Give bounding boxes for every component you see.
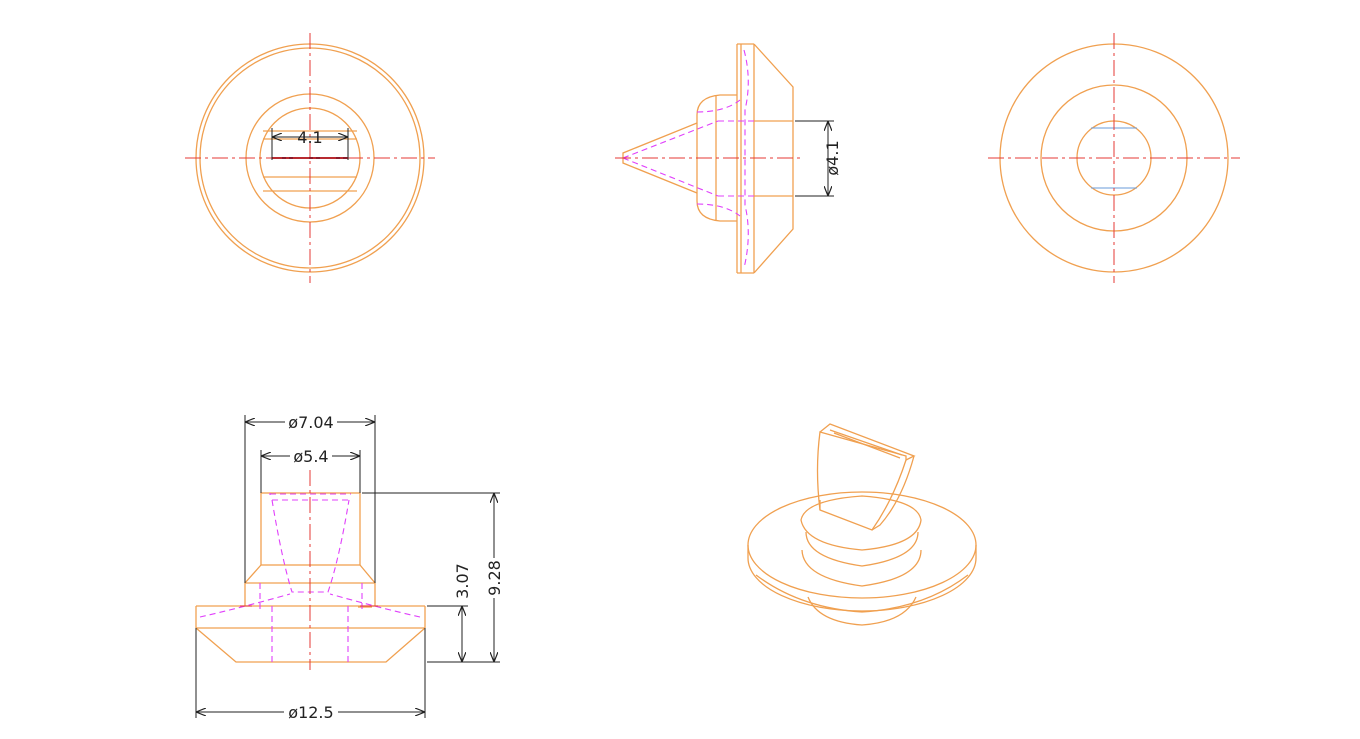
dim-flange-height-label: 3.07 — [453, 563, 472, 599]
front-view: 4.1 — [185, 33, 435, 283]
iso-base-bottom — [747, 545, 977, 612]
dim-base-label: ø12.5 — [288, 703, 333, 722]
iso-collar-lower — [805, 531, 919, 567]
side-view-hidden-lines — [622, 49, 754, 269]
side-bore-label: ø4.1 — [823, 140, 842, 175]
dim-label-bg-928 — [485, 558, 503, 598]
dim-top-outer-label: ø7.04 — [288, 413, 333, 432]
side-view: ø4.1 — [615, 43, 842, 274]
iso-key-top — [819, 423, 916, 461]
side-bore-dimension — [795, 120, 834, 197]
iso-base-lower-rim — [755, 574, 969, 613]
rear-view-centerlines — [988, 33, 1240, 283]
iso-base-skirt — [807, 596, 917, 626]
iso-collar-top — [800, 495, 922, 551]
iso-mid-rim — [801, 549, 922, 587]
front-view-centerlines — [185, 33, 435, 283]
iso-key-side — [871, 455, 915, 531]
dim-top-inner-label: ø5.4 — [293, 447, 328, 466]
iso-base-top — [747, 491, 977, 599]
dim-label-bg-12 — [284, 702, 338, 722]
dim-label-bg-7 — [285, 411, 337, 431]
iso-key-face — [816, 431, 907, 531]
front-width-dimension — [271, 128, 349, 160]
dim-label-bg-5 — [290, 445, 332, 465]
isometric-view — [747, 423, 977, 626]
dim-total-height-label: 9.28 — [485, 560, 504, 596]
section-view: ø7.04 ø5.4 ø12.5 3.07 9.28 — [195, 411, 504, 722]
front-width-label: 4.1 — [297, 128, 322, 147]
rear-view — [988, 33, 1240, 283]
dim-label-bg-307 — [453, 562, 471, 600]
